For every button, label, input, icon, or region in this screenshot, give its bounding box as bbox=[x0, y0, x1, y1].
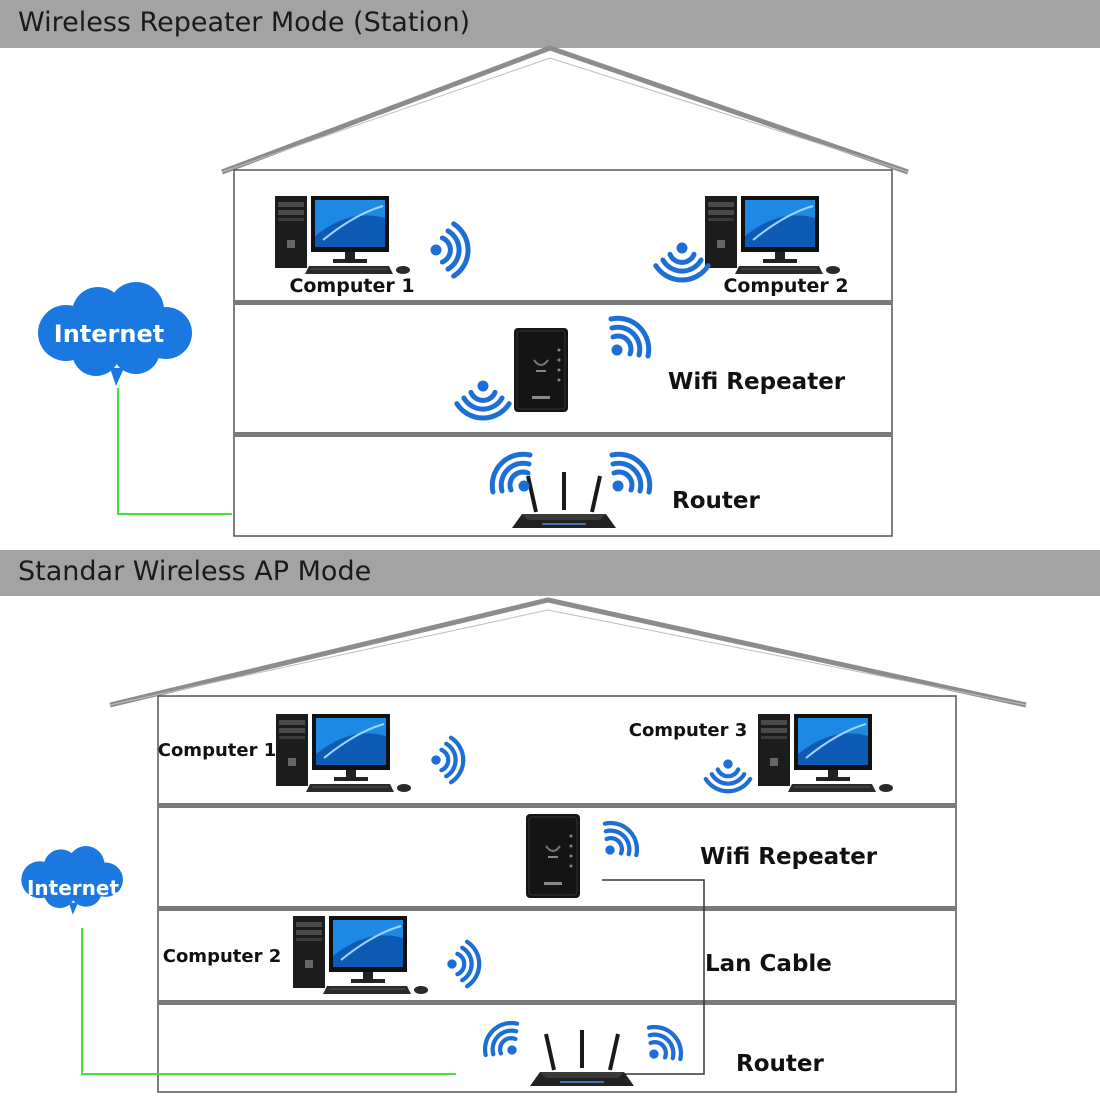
lan-cable-line bbox=[602, 879, 705, 1075]
bottom-computer-2-label: Computer 2 bbox=[163, 946, 282, 967]
top-computer-2-icon bbox=[704, 195, 841, 275]
top-computer-2-label: Computer 2 bbox=[723, 275, 848, 297]
top-router-icon bbox=[510, 470, 618, 530]
top-house-outline bbox=[233, 169, 893, 537]
bottom-internet-label: Internet bbox=[27, 876, 119, 900]
bottom-computer-3-icon bbox=[757, 713, 894, 793]
top-roof-inner bbox=[221, 57, 909, 173]
bottom-roof-inner bbox=[109, 609, 1027, 706]
top-repeater-wifi-in-icon bbox=[456, 378, 509, 431]
bottom-computer-1-wifi-icon bbox=[429, 737, 474, 782]
bottom-computer-1-icon bbox=[275, 713, 412, 793]
top-computer-1-label: Computer 1 bbox=[289, 275, 414, 297]
top-router-wifi-right-icon bbox=[612, 454, 650, 492]
bottom-router-icon bbox=[528, 1028, 636, 1088]
top-router-wifi-left-icon bbox=[492, 454, 530, 492]
bottom-computer-2-wifi-icon bbox=[445, 941, 490, 986]
bottom-roof bbox=[109, 597, 1027, 708]
bottom-computer-3-label: Computer 3 bbox=[629, 720, 748, 741]
top-router-label: Router bbox=[672, 488, 760, 514]
bottom-floor-1 bbox=[158, 803, 956, 808]
bottom-repeater-icon bbox=[525, 813, 581, 899]
bottom-router-wifi-left-icon bbox=[485, 1023, 517, 1055]
bottom-repeater-wifi-icon bbox=[605, 823, 637, 855]
bottom-house-outline bbox=[157, 695, 957, 1093]
top-repeater-icon bbox=[513, 327, 569, 413]
bottom-computer-1-label: Computer 1 bbox=[158, 740, 277, 761]
bottom-repeater-label: Wifi Repeater bbox=[700, 844, 878, 870]
bottom-computer-2-icon bbox=[292, 915, 429, 995]
top-repeater-wifi-out-icon bbox=[611, 318, 649, 356]
top-banner: Wireless Repeater Mode (Station) bbox=[0, 0, 1100, 48]
top-house bbox=[221, 45, 909, 537]
bottom-router-label: Router bbox=[736, 1051, 824, 1077]
bottom-floor-2 bbox=[158, 906, 956, 911]
top-floor-1 bbox=[234, 300, 892, 305]
bottom-floor-3 bbox=[158, 1000, 956, 1005]
top-repeater-label: Wifi Repeater bbox=[668, 369, 846, 395]
bottom-internet-line bbox=[81, 928, 456, 1075]
top-internet-line bbox=[117, 388, 232, 515]
top-roof bbox=[221, 45, 909, 175]
bottom-computer-3-wifi-icon bbox=[705, 757, 750, 802]
bottom-section-title: Standar Wireless AP Mode bbox=[18, 556, 372, 587]
top-internet-label: Internet bbox=[54, 320, 164, 348]
lan-cable-label: Lan Cable bbox=[705, 951, 832, 977]
bottom-router-wifi-right-icon bbox=[649, 1027, 681, 1059]
top-computer-1-icon bbox=[274, 195, 411, 275]
top-section-title: Wireless Repeater Mode (Station) bbox=[18, 7, 471, 38]
top-computer-1-wifi-icon bbox=[428, 223, 481, 276]
bottom-banner: Standar Wireless AP Mode bbox=[0, 550, 1100, 596]
top-computer-2-wifi-icon bbox=[655, 240, 708, 293]
bottom-house bbox=[109, 597, 1027, 1093]
top-floor-2 bbox=[234, 432, 892, 437]
